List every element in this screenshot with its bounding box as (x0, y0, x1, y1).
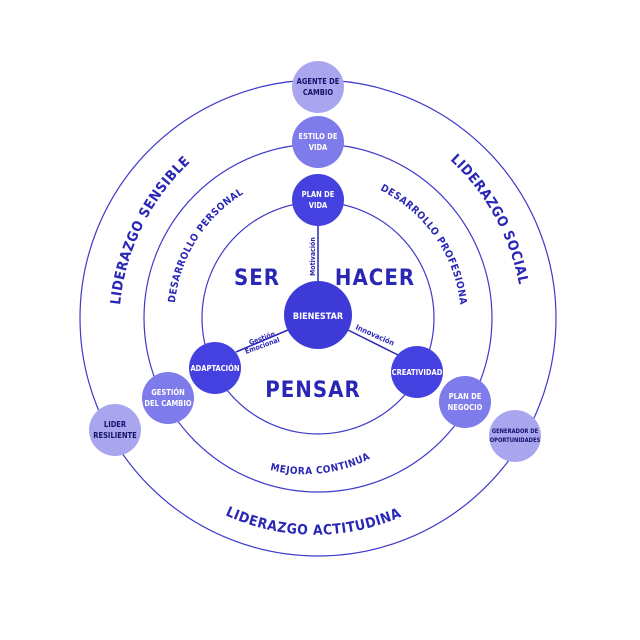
adaptacion-node: ADAPTACIÓN (189, 342, 241, 394)
agente-de-cambio-node: AGENTE DE CAMBIO (292, 61, 344, 113)
plan-de-vida-line1: PLAN DE (302, 190, 335, 199)
adaptacion-label: ADAPTACIÓN (190, 364, 239, 373)
word-hacer: HACER (335, 266, 415, 291)
estilo-de-vida-line2: VIDA (309, 143, 328, 152)
generador-node: GENERADOR DE OPORTUNIDADES (489, 410, 541, 462)
agente-de-cambio-line2: CAMBIO (303, 88, 334, 97)
plan-de-negocio-line1: PLAN DE (449, 392, 482, 401)
plan-de-vida-node: PLAN DE VIDA (292, 174, 344, 226)
bienestar-label: BIENESTAR (293, 312, 344, 322)
plan-de-negocio-line2: NEGOCIO (448, 403, 483, 412)
desarrollo-profesional-label: DESARROLLO PROFESIONAL (0, 0, 468, 306)
lider-resiliente-node: LIDER RESILIENTE (89, 404, 141, 456)
plan-de-vida-line2: VIDA (309, 201, 328, 210)
gestion-del-cambio-line1: GESTIÓN (151, 388, 185, 397)
mejora-continua-label: MEJORA CONTINUA (269, 451, 372, 477)
plan-de-negocio-node: PLAN DE NEGOCIO (439, 376, 491, 428)
bienestar-node: BIENESTAR (284, 281, 352, 349)
gestion-del-cambio-line2: DEL CAMBIO (144, 399, 191, 408)
lider-resiliente-line2: RESILIENTE (93, 431, 137, 440)
creatividad-node: CREATIVIDAD (391, 346, 443, 398)
spoke-innovacion (347, 329, 399, 356)
estilo-de-vida-node: ESTILO DE VIDA (292, 116, 344, 168)
gestion-del-cambio-node: GESTIÓN DEL CAMBIO (142, 372, 194, 424)
word-ser: SER (234, 266, 280, 291)
motivacion-label: Motivación (309, 237, 317, 276)
lider-resiliente-line1: LIDER (104, 420, 127, 429)
word-pensar: PENSAR (265, 378, 360, 403)
agente-de-cambio-line1: AGENTE DE (297, 77, 340, 86)
spoke-gestion (235, 329, 289, 353)
generador-line2: OPORTUNIDADES (490, 438, 541, 444)
generador-line1: GENERADOR DE (492, 429, 539, 435)
liderazgo-social-label: LIDERAZGO SOCIAL (447, 151, 531, 286)
creatividad-label: CREATIVIDAD (392, 368, 443, 377)
estilo-de-vida-line1: ESTILO DE (299, 132, 338, 141)
